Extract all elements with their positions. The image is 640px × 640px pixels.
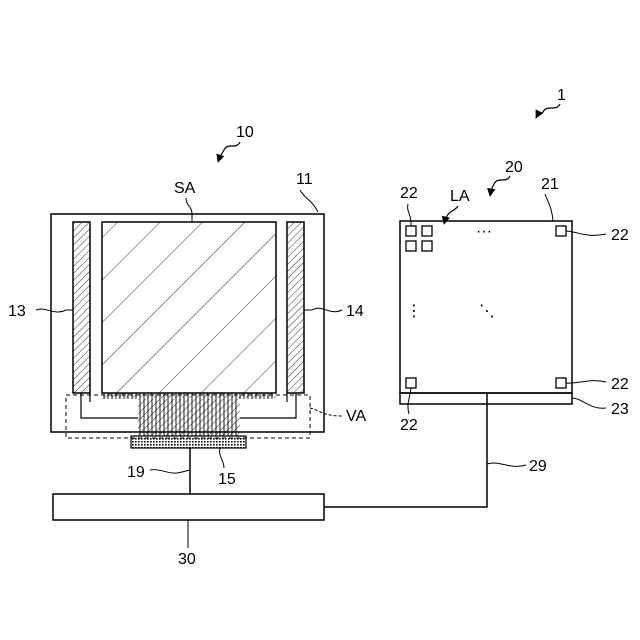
display-area-leader [186, 198, 192, 222]
display-unit-label: 10 [236, 124, 254, 141]
left-driver-leader [36, 309, 73, 312]
sensor-element [422, 226, 432, 236]
right-driver [287, 222, 304, 393]
cable-29-label: 29 [529, 458, 547, 475]
sensor-element [406, 226, 416, 236]
sensing-area-label: LA [450, 188, 470, 205]
substrate-label: 23 [611, 401, 629, 418]
diagonal-ellipsis: ⋱ [479, 303, 495, 320]
sensor-unit-label: 20 [505, 159, 523, 176]
sensor-label-bottom-left: 22 [400, 417, 418, 434]
sensor-element [406, 378, 416, 388]
frame-label: 11 [296, 171, 313, 188]
cable-29-leader [487, 463, 526, 466]
left-driver [73, 222, 90, 393]
display-area [102, 222, 276, 393]
fan-out-lines [138, 399, 240, 436]
controller [53, 494, 324, 520]
sensor-element [556, 226, 566, 236]
left-driver-label: 13 [8, 303, 26, 320]
cable-19-label: 19 [127, 464, 145, 481]
sensor-element [556, 378, 566, 388]
substrate-leader [572, 398, 606, 408]
cable-19-leader [150, 470, 190, 473]
dashed-region-label: VA [346, 408, 366, 425]
right-driver-leader [304, 308, 342, 311]
panel-leader [545, 194, 553, 221]
sensor-leader-bottom-left [408, 388, 411, 414]
sensor-label-top-right: 22 [611, 227, 629, 244]
system-arrow [536, 104, 560, 118]
panel-label: 21 [541, 176, 559, 193]
sensor-unit-arrow [490, 176, 510, 196]
controller-label: 30 [178, 551, 196, 568]
dashed-region-leader [310, 408, 342, 416]
right-driver-label: 14 [346, 303, 364, 320]
sensor-element [406, 241, 416, 251]
sensor-element [422, 241, 432, 251]
sensor-label-top-left: 22 [400, 185, 418, 202]
driver-ic-leader [220, 448, 224, 468]
horizontal-ellipsis: ··· [476, 223, 492, 240]
driver-ic-label: 15 [218, 471, 236, 488]
frame-leader [300, 190, 318, 212]
sensor-leader-top-left [408, 204, 412, 226]
system-label: 1 [557, 87, 566, 104]
sensor-substrate [400, 393, 572, 404]
display-area-label: SA [174, 180, 196, 197]
sensor-label-bottom-right: 22 [611, 376, 629, 393]
display-unit-arrow [218, 142, 240, 162]
display-unit [51, 214, 324, 448]
vertical-ellipsis: ⋮ [406, 303, 422, 320]
